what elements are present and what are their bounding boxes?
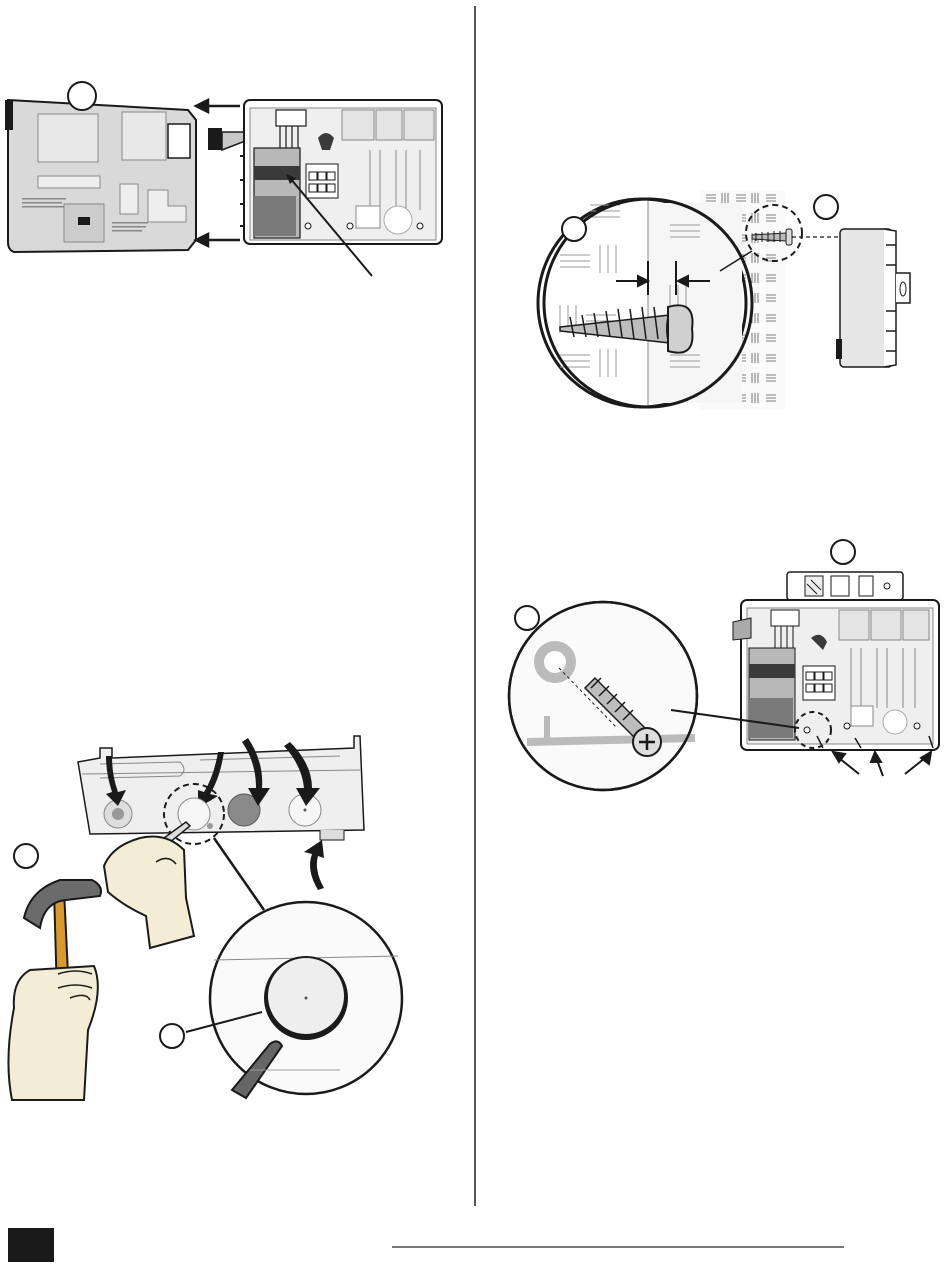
figure-mount-screw-wall: [530, 185, 930, 415]
figure-remove-front-panel: [0, 80, 470, 290]
callout-circle-1: [68, 82, 96, 110]
dock-bar: [787, 572, 903, 600]
cabinet-side: [836, 229, 910, 367]
column-divider: [474, 6, 476, 1206]
magnify-circle: [210, 902, 402, 1098]
arrow-left-icon: [196, 100, 240, 246]
callout-circle-7: [515, 606, 539, 630]
cabinet-bottom: [78, 736, 364, 840]
cabinet-inside: [733, 600, 939, 750]
hand-icon: [104, 837, 194, 949]
figure-mount-screws-cabinet: [505, 538, 945, 798]
callout-circle-3: [814, 195, 838, 219]
callout-circle-2: [562, 217, 586, 241]
front-panel: [5, 100, 196, 252]
magnify-circle: [509, 602, 697, 790]
footer-rule: [392, 1246, 844, 1248]
cabinet-inside: [240, 100, 442, 244]
callout-circle-6: [831, 540, 855, 564]
callout-circle-4: [14, 844, 38, 868]
callout-circle-5: [160, 1024, 184, 1048]
page-number-box: [8, 1228, 54, 1262]
hand-hammer-icon: [8, 966, 97, 1100]
arrow-up-icon: [833, 752, 931, 776]
figure-knockout-removal: [0, 730, 470, 1110]
